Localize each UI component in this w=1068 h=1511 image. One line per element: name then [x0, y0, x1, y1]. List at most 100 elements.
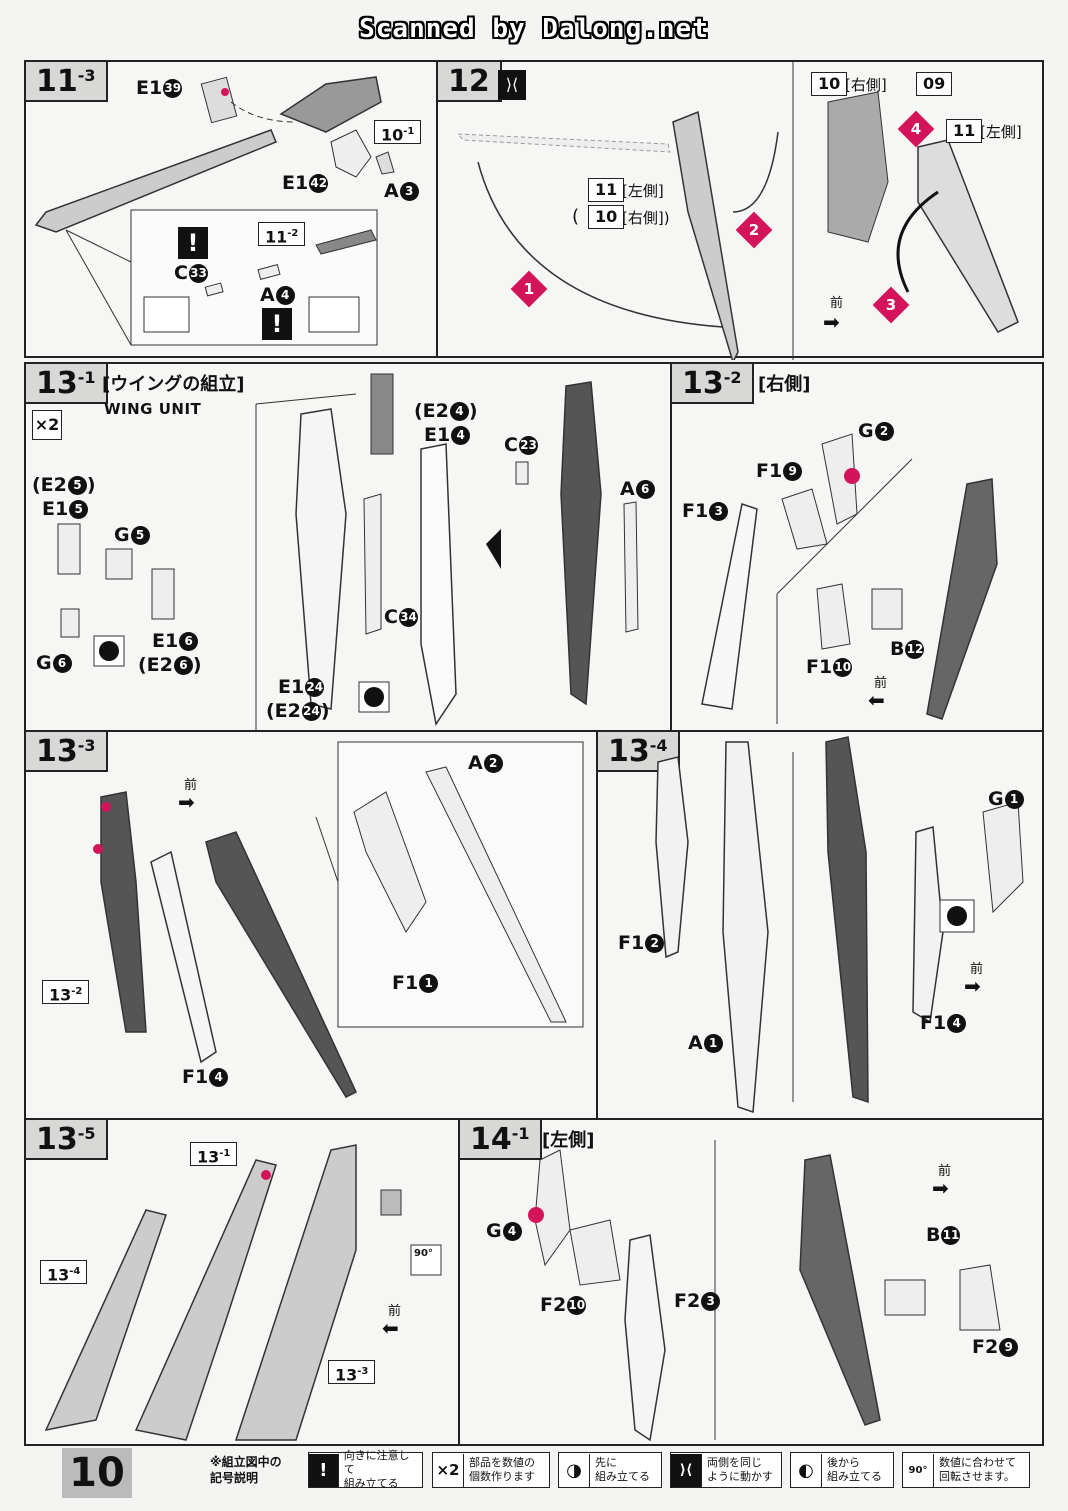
- step-reference: 10-1: [374, 120, 422, 144]
- step-reference: 11: [946, 119, 983, 143]
- order-marker: 3: [872, 286, 910, 324]
- step-number: 14-1: [460, 1120, 542, 1160]
- side-label: [右側]: [845, 76, 887, 94]
- front-label: 前: [388, 1304, 402, 1319]
- front-arrow-icon: ⬅: [382, 1316, 399, 1340]
- side-label: [左側]: [980, 123, 1022, 141]
- step-reference: 13-1: [190, 1142, 238, 1166]
- step-title: [右側]: [758, 374, 811, 395]
- step-number: 12: [438, 62, 502, 102]
- step-number: 13-3: [26, 732, 108, 772]
- front-arrow-icon: ➡: [964, 974, 981, 998]
- caution-icon: !: [262, 308, 292, 340]
- step-reference: 13-2: [42, 980, 90, 1004]
- step-number: 13-2: [672, 364, 754, 404]
- front-label: 前: [184, 778, 198, 793]
- caution-icon: !: [178, 227, 208, 259]
- page-number: 10: [62, 1448, 132, 1498]
- step-reference: 13-4: [40, 1260, 88, 1284]
- assembly-illustration: [44, 1144, 442, 1441]
- assembly-illustration: [528, 1140, 1001, 1442]
- legend-title: ※組立図中の 記号説明: [210, 1455, 282, 1485]
- parts-illustration: [34, 76, 395, 346]
- front-label: 前: [874, 676, 888, 691]
- side-label: [左側]: [622, 182, 664, 200]
- assemble-first-icon: ◑: [559, 1453, 590, 1487]
- legend-item-assemble-first: ◑ 先に組み立てる: [558, 1452, 662, 1488]
- rotate-icon: 90°: [903, 1453, 934, 1487]
- assemble-later-icon: ◐: [791, 1453, 822, 1487]
- make-two-icon: ×2: [32, 410, 62, 440]
- move-both-sides-icon: ⟩⟨: [498, 70, 526, 100]
- step-reference: 11-2: [258, 222, 306, 246]
- step-number: 11-3: [26, 62, 108, 102]
- step-title: [左側]: [542, 1130, 595, 1151]
- legend-item-multiple: ×2 部品を数値の個数作ります: [432, 1452, 550, 1488]
- legend-item-caution: ! 向きに注意して組み立てる: [308, 1449, 423, 1490]
- order-marker: 4: [897, 110, 935, 148]
- wing-assembly-illustration: [57, 373, 639, 734]
- assembly-illustration: [655, 736, 1024, 1114]
- order-marker: 2: [735, 211, 773, 249]
- front-label: 前: [938, 1164, 952, 1179]
- make-two-icon: ×2: [433, 1453, 464, 1487]
- step-number: 13-5: [26, 1120, 108, 1160]
- step-reference: 11: [588, 178, 625, 202]
- assembly-illustration: [701, 433, 998, 724]
- step-reference: 13-3: [328, 1360, 376, 1384]
- legend-item-rotate: 90° 数値に合わせて回転させます。: [902, 1452, 1030, 1488]
- assembly-illustration: [93, 741, 584, 1098]
- step-reference: 09: [916, 72, 953, 96]
- legend-item-move-both: ⟩⟨ 両側を同じように動かす: [670, 1452, 782, 1488]
- assembly-illustration: [456, 62, 1019, 360]
- caution-icon: !: [309, 1453, 339, 1487]
- front-label: 前: [970, 962, 984, 977]
- front-arrow-icon: ➡: [932, 1176, 949, 1200]
- legend-item-assemble-later: ◐ 後から組み立てる: [790, 1452, 894, 1488]
- panel-step-13-5: 13-5 13-1 13-4 13-3 90° 前 ⬅: [24, 1118, 460, 1446]
- rotate-icon: 90°: [414, 1248, 433, 1259]
- order-marker: 1: [510, 270, 548, 308]
- step-reference: 10: [811, 72, 848, 96]
- step-number: 13-1: [26, 364, 108, 404]
- panel-step-12: 12 ⟩⟨ 11 [左側] ( 10 [右側]) 10 [右側] 09 11 […: [436, 60, 1044, 360]
- step-title: [ウイングの組立]: [102, 374, 245, 395]
- step-reference: 10: [588, 205, 625, 229]
